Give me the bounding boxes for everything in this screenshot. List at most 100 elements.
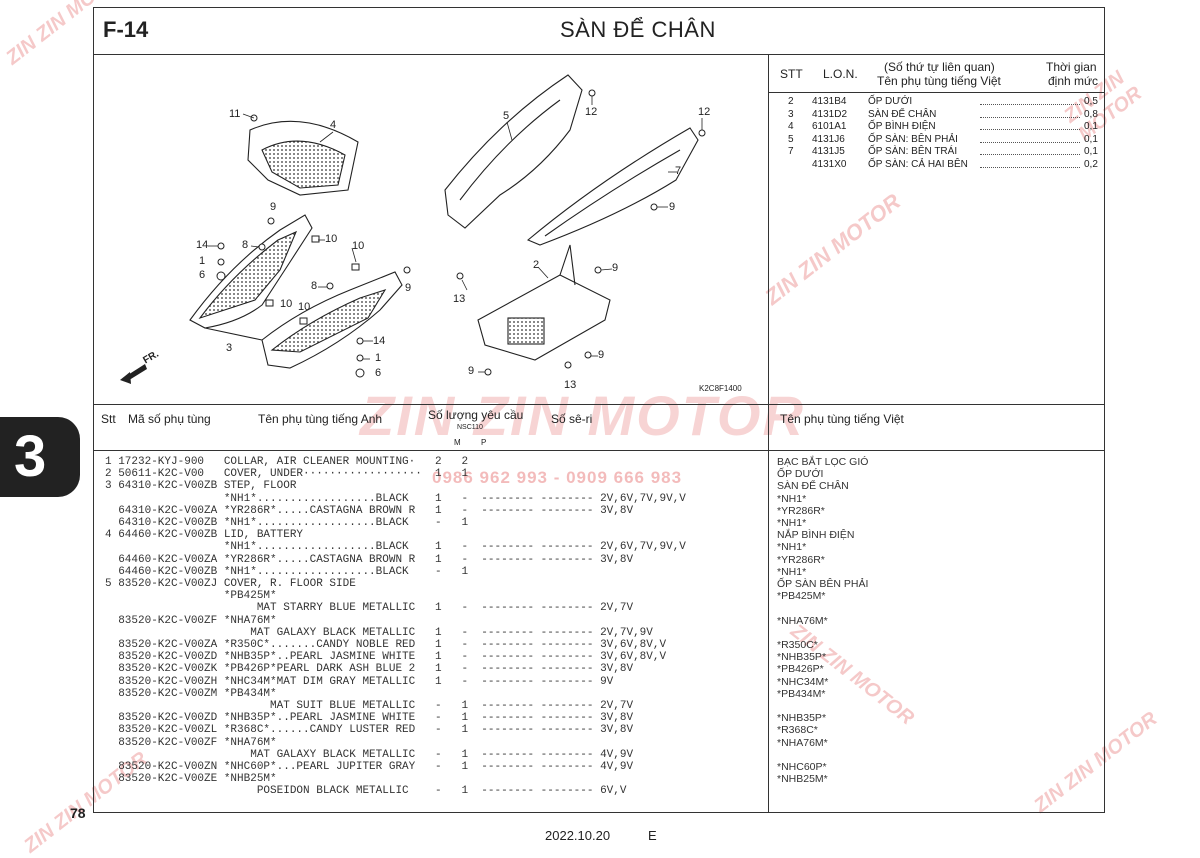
ref-lon: 4131X0 xyxy=(812,159,847,170)
part-2-under-cover xyxy=(477,244,611,361)
callout-14a: 14 xyxy=(196,239,209,251)
ref-time: 0,8 xyxy=(1084,108,1098,120)
parts-header-stt: Stt xyxy=(101,412,116,426)
callout-9f: 9 xyxy=(468,365,475,377)
ref-time: 0,1 xyxy=(1084,133,1098,145)
callout-9a: 9 xyxy=(669,201,676,213)
diagram-ref-code: K2C8F1400 xyxy=(699,384,742,393)
parts-header-qty: Số lượng yêu cầu xyxy=(428,408,524,422)
callout-10d: 10 xyxy=(298,301,311,313)
parts-row-vietnamese-name: ỐP SÀN BÊN PHẢI xyxy=(777,578,869,590)
ref-stt: 5 xyxy=(788,133,794,145)
parts-table-row: 83520-K2C-V00ZE *NHB25M* xyxy=(105,773,277,786)
parts-header-model: NSC110 xyxy=(457,424,483,431)
ref-name: ỐP BÌNH ĐIỆN xyxy=(868,121,936,133)
parts-header-en: Tên phụ tùng tiếng Anh xyxy=(258,412,383,426)
parts-row-vietnamese-name: *NHA76M* xyxy=(777,736,828,749)
ref-stt: 4 xyxy=(788,121,794,133)
callout-12a: 12 xyxy=(585,106,598,118)
callout-3: 3 xyxy=(226,342,233,354)
parts-table-row: MAT GALAXY BLACK METALLIC - 1 -------- -… xyxy=(105,748,634,761)
section-tab: 3 xyxy=(0,417,80,497)
parts-table-row: 64460-K2C-V00ZB *NH1*..................B… xyxy=(105,565,469,578)
page-frame xyxy=(93,7,1105,813)
parts-table-row: 83520-K2C-V00ZF *NHA76M* xyxy=(105,614,277,627)
callout-9b: 9 xyxy=(270,201,277,213)
callout-7: 7 xyxy=(675,165,682,177)
parts-row-vietnamese-name: *NHC60P* xyxy=(777,761,827,773)
ref-time: 0,1 xyxy=(1084,121,1098,133)
ref-time: 0,2 xyxy=(1084,159,1098,170)
callout-13b: 13 xyxy=(564,379,577,391)
ref-name: ỐP DƯỚI xyxy=(868,96,913,107)
ref-name: ỐP SÀN: BÊN TRÁI xyxy=(868,146,958,158)
diagram-bottom-divider xyxy=(93,404,1105,405)
parts-header-code: Mã số phụ tùng xyxy=(128,412,211,426)
parts-row-vietnamese-name: *YR286R* xyxy=(777,553,825,566)
ref-leader-dots xyxy=(980,134,1080,143)
parts-row-vietnamese-name: *NH1* xyxy=(777,541,807,554)
parts-header-p: P xyxy=(481,438,487,447)
callout-6a: 6 xyxy=(199,269,206,281)
callout-9c: 9 xyxy=(612,262,619,274)
parts-row-vietnamese-name: *YR286R* xyxy=(777,504,825,517)
callout-10c: 10 xyxy=(280,298,293,310)
parts-header-vn: Tên phụ tùng tiếng Việt xyxy=(780,412,904,426)
ref-leader-dots xyxy=(980,146,1080,156)
parts-table-row: *NH1*..................BLACK 1 - -------… xyxy=(105,492,686,505)
callout-5: 5 xyxy=(503,110,510,122)
parts-table-row: 83520-K2C-V00ZN *NHC60P*...PEARL JUPITER… xyxy=(105,761,634,773)
parts-row-vietnamese-name: SÀN ĐỂ CHÂN xyxy=(777,480,849,493)
parts-row-vietnamese-name: *NHB35P* xyxy=(777,651,827,664)
parts-row-vietnamese-name: *PB426P* xyxy=(777,663,824,676)
callout-12b: 12 xyxy=(698,106,711,118)
parts-table-row: 4 64460-K2C-V00ZB LID, BATTERY xyxy=(105,529,304,542)
parts-row-vietnamese-name: *NHC34M* xyxy=(777,675,829,688)
ref-table-row: 5 4131J6 ỐP SÀN: BÊN PHẢI 0,1 xyxy=(780,134,1100,146)
ref-header-time2: định mức xyxy=(1048,74,1099,88)
parts-row-vietnamese-name: *PB425M* xyxy=(777,590,826,603)
parts-column-divider xyxy=(768,404,769,813)
parts-table-row: 3 64310-K2C-V00ZB STEP, FLOOR xyxy=(105,480,297,493)
callout-2: 2 xyxy=(533,259,540,271)
callout-14b: 14 xyxy=(373,335,386,347)
diagram-divider xyxy=(768,54,769,404)
parts-row-vietnamese-name: NẮP BÌNH ĐIỆN xyxy=(777,529,855,542)
parts-row-vietnamese-name: *NH1* xyxy=(777,565,807,578)
parts-table-row: MAT STARRY BLUE METALLIC 1 - -------- --… xyxy=(105,602,634,615)
ref-leader-dots xyxy=(980,109,1080,118)
footer-date: 2022.10.20 xyxy=(545,828,611,843)
callout-8a: 8 xyxy=(242,239,249,251)
parts-table-row: 83520-K2C-V00ZD *NHB35P*..PEARL JASMINE … xyxy=(105,712,634,725)
callout-9d: 9 xyxy=(405,282,412,294)
ref-stt: 2 xyxy=(788,96,794,107)
parts-row-vietnamese-name: *NHA76M* xyxy=(777,614,828,627)
ref-lon: 4131J6 xyxy=(812,133,845,145)
parts-row-vietnamese-name: *NH1* xyxy=(777,517,807,529)
ref-leader-dots xyxy=(980,159,1080,168)
ref-stt: 7 xyxy=(788,146,794,158)
ref-leader-dots xyxy=(980,121,1080,131)
parts-row-vietnamese-name: *NHB35P* xyxy=(777,712,827,725)
part-7-left-floor-side-cover xyxy=(526,127,699,246)
ref-name: ỐP SÀN: BÊN PHẢI xyxy=(868,133,958,145)
callout-6b: 6 xyxy=(375,367,382,379)
ref-header-time1: Thời gian xyxy=(1046,60,1097,74)
parts-header-serial: Số sê-ri xyxy=(551,412,593,426)
callout-8b: 8 xyxy=(311,280,318,292)
callout-4: 4 xyxy=(330,119,337,131)
parts-header-m: M xyxy=(454,438,461,447)
ref-time: 0,1 xyxy=(1084,146,1098,158)
ref-time: 0,5 xyxy=(1084,96,1098,107)
page-title: SÀN ĐỂ CHÂN xyxy=(560,17,716,42)
ref-header-stt: STT xyxy=(780,67,803,81)
callout-13a: 13 xyxy=(453,293,466,305)
parts-table-row: 83520-K2C-V00ZF *NHA76M* xyxy=(105,736,277,749)
ref-header-desc2: Tên phụ tùng tiếng Việt xyxy=(877,74,1001,88)
ref-lon: 4131J5 xyxy=(812,146,845,158)
leader-lines xyxy=(208,96,703,373)
